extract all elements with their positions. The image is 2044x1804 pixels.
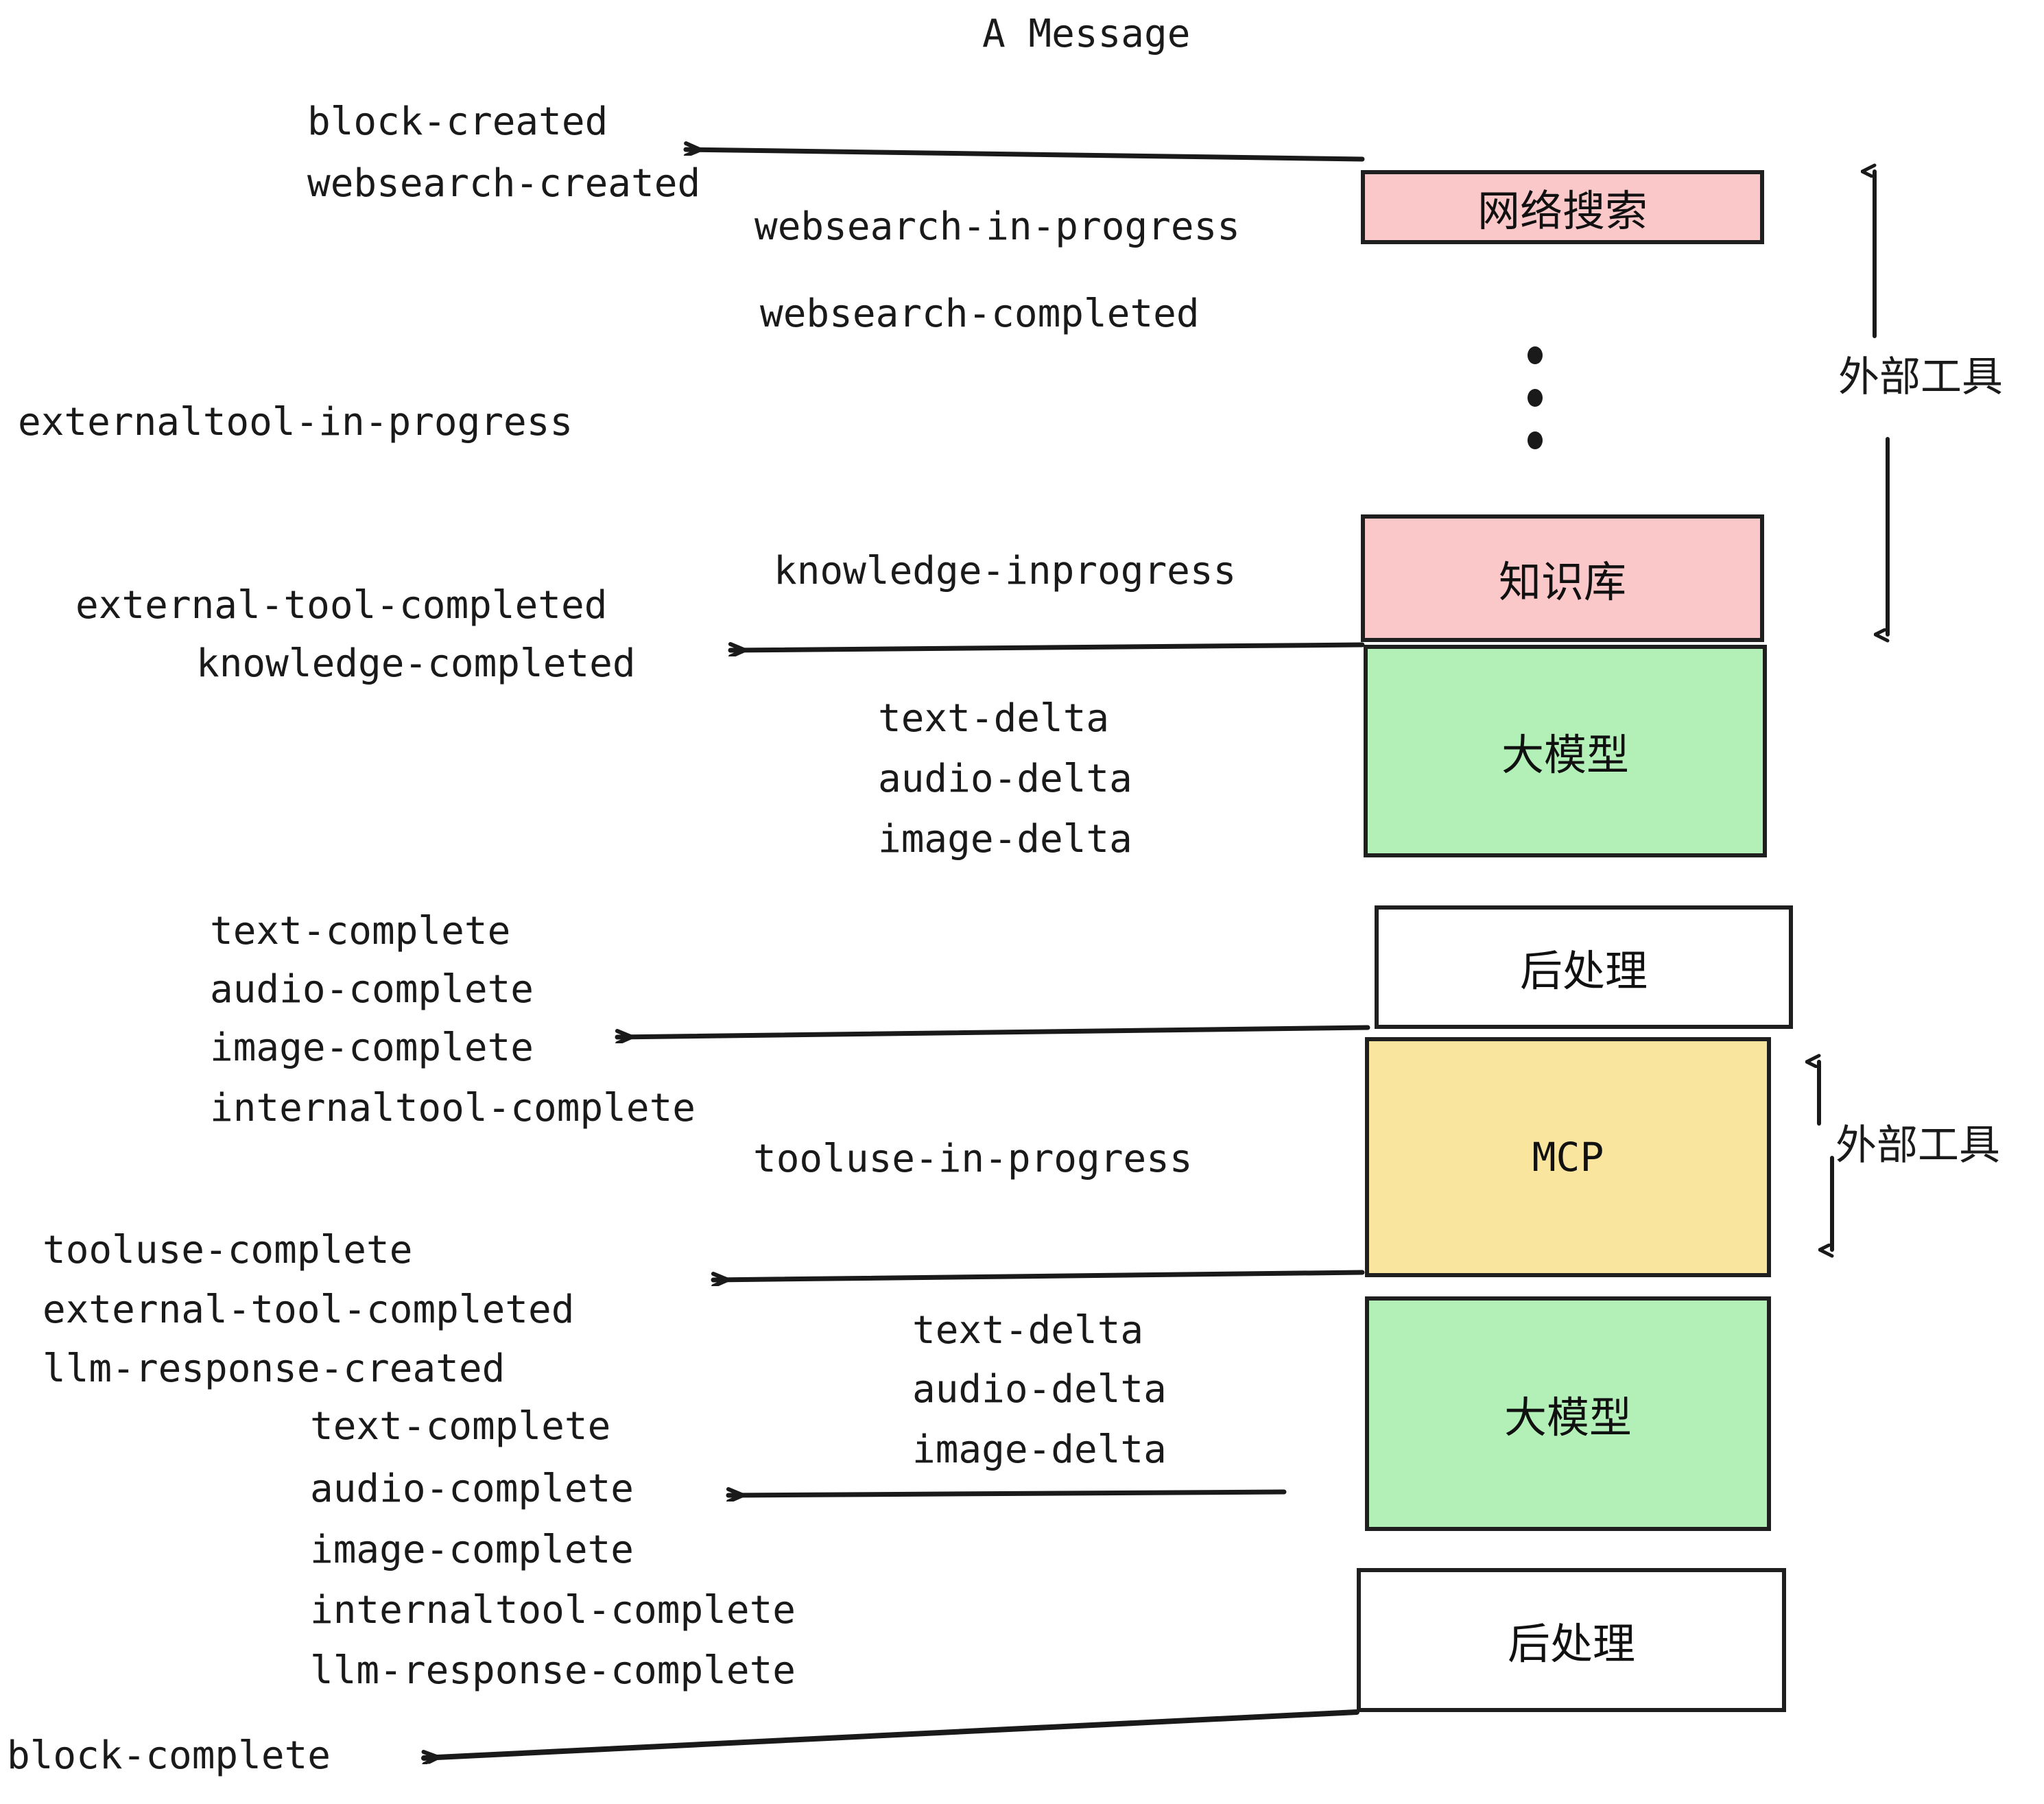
node-websearch[interactable]: 网络搜索 bbox=[1361, 170, 1764, 244]
event-internaltool-complete-2: internaltool-complete bbox=[310, 1588, 796, 1633]
event-websearch-completed: websearch-completed bbox=[760, 292, 1200, 336]
event-audio-complete-2: audio-complete bbox=[310, 1467, 634, 1511]
ellipsis-vertical bbox=[1527, 346, 1543, 449]
event-image-delta-2: image-delta bbox=[912, 1427, 1167, 1472]
event-llm-response-complete: llm-response-complete bbox=[310, 1648, 796, 1693]
event-externaltool-in-progress: externaltool-in-progress bbox=[18, 400, 573, 444]
event-text-delta-2: text-delta bbox=[912, 1308, 1144, 1353]
node-postprocess-1[interactable]: 后处理 bbox=[1375, 905, 1793, 1029]
node-llm-1-label: 大模型 bbox=[1501, 730, 1629, 780]
dot-2 bbox=[1528, 389, 1543, 407]
node-llm-2[interactable]: 大模型 bbox=[1365, 1296, 1771, 1531]
page-title: A Message bbox=[982, 12, 1191, 56]
event-image-delta-1: image-delta bbox=[878, 817, 1132, 862]
node-postprocess-1-label: 后处理 bbox=[1519, 946, 1648, 996]
arrow-postprocess-to-block-complete bbox=[421, 1709, 1359, 1758]
event-image-complete-1: image-complete bbox=[210, 1025, 534, 1070]
event-text-complete-1: text-complete bbox=[210, 909, 511, 953]
event-tooluse-complete: tooluse-complete bbox=[43, 1228, 413, 1272]
event-text-delta-1: text-delta bbox=[878, 696, 1110, 741]
event-internaltool-complete-1: internaltool-complete bbox=[210, 1086, 696, 1130]
node-mcp[interactable]: MCP bbox=[1365, 1037, 1771, 1277]
event-image-complete-2: image-complete bbox=[310, 1528, 634, 1572]
arrow-postprocess-to-image-complete bbox=[615, 1025, 1370, 1037]
node-websearch-label: 网络搜索 bbox=[1477, 186, 1648, 236]
node-postprocess-2[interactable]: 后处理 bbox=[1357, 1568, 1786, 1712]
event-external-tool-completed-2: external-tool-completed bbox=[43, 1287, 575, 1332]
event-tooluse-in-progress: tooluse-in-progress bbox=[753, 1137, 1193, 1181]
event-external-tool-completed-1: external-tool-completed bbox=[75, 583, 608, 628]
event-websearch-in-progress: websearch-in-progress bbox=[754, 204, 1241, 249]
event-audio-delta-1: audio-delta bbox=[878, 757, 1132, 801]
event-llm-response-created: llm-response-created bbox=[43, 1346, 506, 1391]
event-knowledge-completed: knowledge-completed bbox=[196, 641, 636, 686]
arrow-mcp-to-tooluse-complete bbox=[711, 1270, 1365, 1280]
arrow-knowledge-to-completed bbox=[728, 645, 1365, 650]
event-block-complete: block-complete bbox=[7, 1733, 331, 1778]
event-text-complete-2: text-complete bbox=[310, 1404, 611, 1449]
node-knowledge-label: 知识库 bbox=[1498, 557, 1626, 607]
node-knowledge[interactable]: 知识库 bbox=[1361, 514, 1764, 642]
dot-1 bbox=[1528, 346, 1543, 364]
node-llm-1[interactable]: 大模型 bbox=[1364, 645, 1767, 857]
arrow-websearch-to-block-created bbox=[683, 150, 1365, 162]
external-tools-label-top: 外部工具 bbox=[1838, 353, 2003, 401]
event-audio-complete-1: audio-complete bbox=[210, 967, 534, 1012]
node-mcp-label: MCP bbox=[1532, 1134, 1604, 1180]
node-postprocess-2-label: 后处理 bbox=[1507, 1619, 1635, 1669]
event-websearch-created: websearch-created bbox=[307, 161, 701, 206]
external-tools-label-bottom: 外部工具 bbox=[1835, 1121, 2000, 1170]
event-audio-delta-2: audio-delta bbox=[912, 1367, 1167, 1412]
dot-3 bbox=[1528, 431, 1543, 449]
arrow-llm-to-audio-complete bbox=[726, 1492, 1287, 1495]
event-knowledge-inprogress: knowledge-inprogress bbox=[774, 549, 1237, 593]
node-llm-2-label: 大模型 bbox=[1504, 1392, 1632, 1443]
event-block-created: block-created bbox=[307, 99, 608, 144]
